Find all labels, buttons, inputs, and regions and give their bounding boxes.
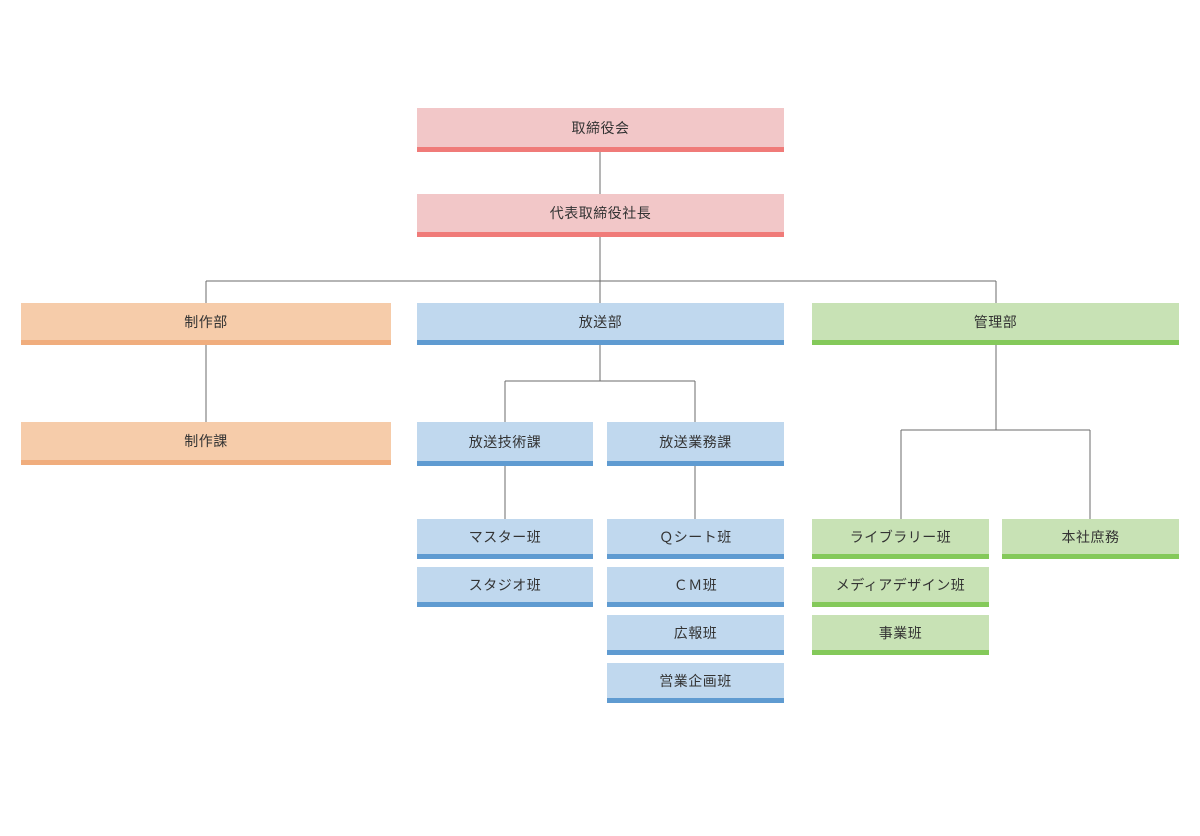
connector-broadcast [504,344,696,422]
media-design-team-box: メディアデザイン班 [812,567,989,607]
admin-dept-box: 管理部 [812,303,1179,345]
business-team-box: 事業班 [812,615,989,655]
master-team-box: マスター班 [417,519,593,559]
connector-admin [900,344,1091,519]
connector-broadcast-teams [504,465,696,519]
broadcast-tech-section-box: 放送技術課 [417,422,593,466]
studio-team-box: スタジオ班 [417,567,593,607]
sales-planning-team-box: 営業企画班 [607,663,784,703]
broadcast-dept-box: 放送部 [417,303,784,345]
library-team-box: ライブラリー班 [812,519,989,559]
general-affairs-box: 本社庶務 [1002,519,1179,559]
qsheet-team-box: Ｑシート班 [607,519,784,559]
production-section-box: 制作課 [21,422,391,465]
board-box: 取締役会 [417,108,784,152]
production-dept-box: 制作部 [21,303,391,345]
president-box: 代表取締役社長 [417,194,784,237]
pr-team-box: 広報班 [607,615,784,655]
cm-team-box: ＣＭ班 [607,567,784,607]
connector-president-departments [205,236,997,303]
broadcast-ops-section-box: 放送業務課 [607,422,784,466]
